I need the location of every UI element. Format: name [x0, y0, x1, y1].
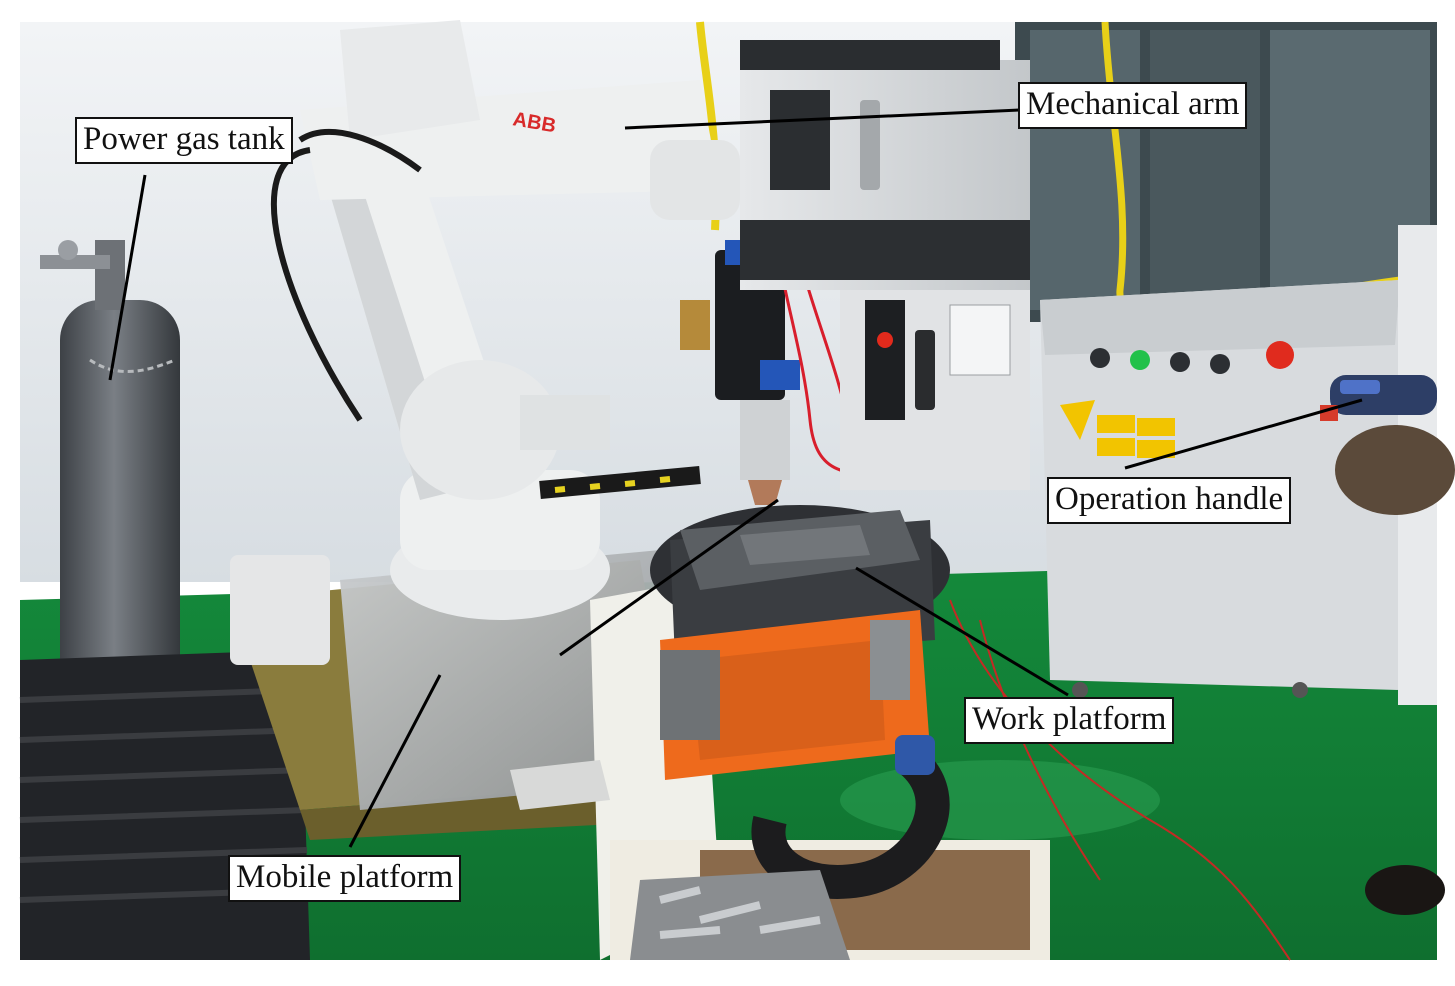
label-work-platform: Work platform [964, 697, 1175, 744]
label-operation-handle: Operation handle [1047, 477, 1292, 524]
label-mobile-platform: Mobile platform [228, 855, 462, 902]
leader-work-platform [855, 566, 1069, 697]
leader-power-gas-tank [108, 174, 147, 381]
leader-mobile-platform-2 [559, 498, 779, 657]
leader-mobile-platform [348, 674, 442, 848]
positioner [590, 505, 1050, 960]
leader-lines [108, 108, 1363, 848]
robot-controller [740, 40, 1030, 490]
floor-box [510, 760, 610, 810]
robot-arm: ABB [270, 20, 740, 620]
leader-mechanical-arm [624, 108, 1021, 130]
gas-tank [40, 240, 180, 760]
label-mechanical-arm: Mechanical arm [1018, 82, 1248, 129]
shoe [1365, 865, 1445, 915]
label-power-gas-tank: Power gas tank [75, 117, 293, 164]
operator-hand [1320, 375, 1455, 515]
leader-operation-handle [1124, 398, 1363, 470]
